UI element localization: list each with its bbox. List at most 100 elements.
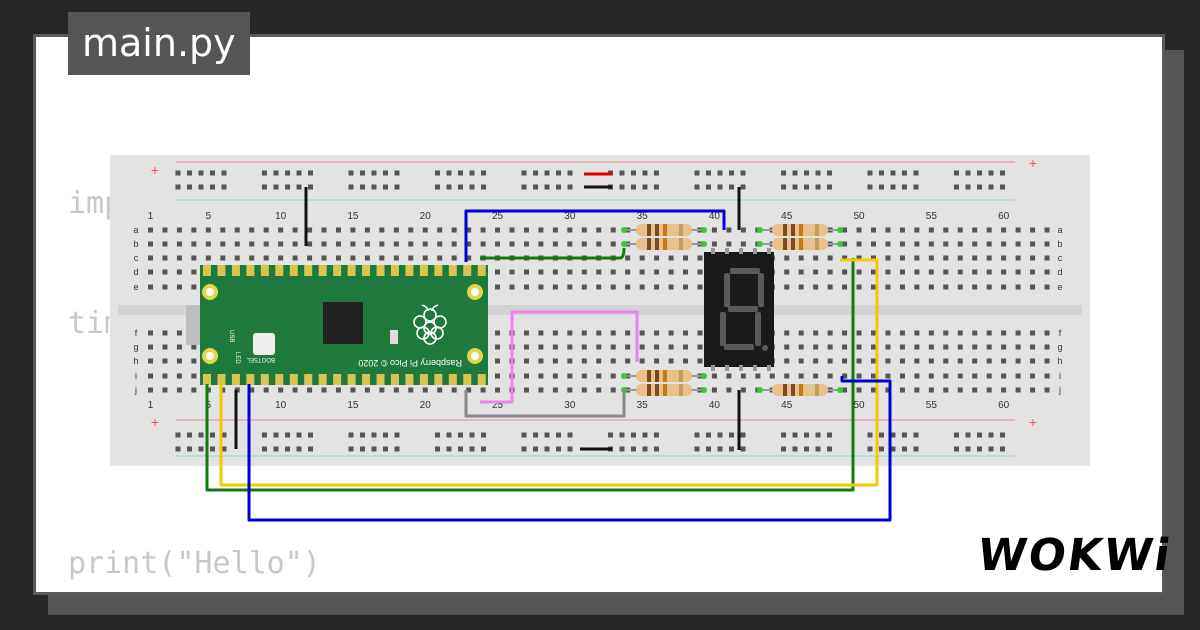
terminal-hole — [914, 373, 920, 379]
pin-pad — [203, 374, 211, 385]
terminal-hole — [176, 227, 182, 233]
rail-hole — [469, 184, 475, 190]
resistor-pin — [701, 387, 707, 393]
terminal-hole — [393, 227, 399, 233]
logo-berry — [416, 326, 430, 340]
display-segment — [720, 312, 726, 346]
rail-hole — [175, 446, 181, 452]
rail-hole — [631, 432, 636, 438]
terminal-hole — [263, 227, 269, 233]
terminal-hole — [668, 330, 674, 336]
resistor-pin — [621, 227, 627, 233]
terminal-hole — [567, 344, 573, 350]
rail-plus-label: + — [151, 414, 159, 430]
rail-hole — [890, 170, 896, 176]
terminal-hole — [697, 330, 703, 336]
rail-hole — [988, 184, 994, 190]
terminal-hole — [1030, 330, 1036, 336]
rail-hole — [521, 432, 527, 438]
resistor-band — [679, 370, 683, 382]
resistor-pin — [621, 241, 627, 247]
logo-berry — [423, 331, 437, 345]
rail-hole — [740, 446, 746, 452]
terminal-hole — [538, 358, 544, 364]
file-tab[interactable]: main.py — [68, 12, 250, 75]
rail-hole — [383, 184, 388, 190]
display-segment — [758, 273, 764, 307]
rail-hole — [913, 432, 919, 438]
rail-hole — [521, 184, 527, 190]
terminal-hole — [871, 255, 876, 261]
terminal-hole — [798, 330, 804, 336]
rail-hole — [965, 184, 971, 190]
terminal-hole — [321, 227, 327, 233]
resistor-band — [663, 224, 667, 236]
rail-hole — [446, 432, 452, 438]
terminal-hole — [1030, 255, 1036, 261]
rail-hole — [965, 170, 971, 176]
terminal-hole — [1001, 387, 1007, 393]
terminal-hole — [986, 358, 992, 364]
terminal-hole — [1015, 269, 1021, 275]
rail-hole — [187, 432, 192, 438]
rail-hole — [867, 432, 873, 438]
rail-hole — [446, 184, 452, 190]
rail-hole — [902, 184, 907, 190]
terminal-hole — [683, 269, 689, 275]
terminal-hole — [307, 227, 313, 233]
terminal-hole — [928, 373, 934, 379]
rail-hole — [273, 170, 279, 176]
pin-pad — [448, 374, 457, 385]
rail-hole — [815, 446, 821, 452]
rail-hole — [654, 446, 659, 452]
terminal-hole — [148, 227, 153, 233]
terminal-hole — [379, 387, 385, 393]
column-label: 35 — [637, 211, 649, 222]
terminal-hole — [813, 373, 819, 379]
terminal-hole — [292, 255, 298, 261]
terminal-hole — [784, 358, 790, 364]
logo-berry — [423, 321, 437, 335]
terminal-hole — [827, 358, 833, 364]
terminal-hole — [523, 358, 529, 364]
rail-hole — [435, 184, 440, 190]
terminal-hole — [972, 387, 978, 393]
terminal-hole — [899, 373, 905, 379]
mount-hole-center — [206, 352, 214, 360]
terminal-hole — [220, 255, 226, 261]
terminal-hole — [176, 284, 182, 290]
terminal-hole — [842, 330, 848, 336]
terminal-hole — [581, 387, 587, 393]
row-label: c — [1058, 253, 1063, 263]
terminal-hole — [683, 344, 689, 350]
terminal-hole — [798, 358, 804, 364]
terminal-hole — [871, 373, 876, 379]
center-channel — [118, 305, 1082, 315]
terminal-hole — [509, 269, 515, 275]
rail-hole — [435, 446, 440, 452]
terminal-hole — [899, 227, 905, 233]
terminal-hole — [162, 373, 168, 379]
terminal-hole — [162, 284, 168, 290]
terminal-hole — [495, 269, 501, 275]
terminal-hole — [379, 255, 385, 261]
terminal-hole — [321, 241, 327, 247]
rail-hole — [965, 446, 971, 452]
rail-hole — [262, 446, 267, 452]
rail-hole — [642, 446, 648, 452]
rail-hole — [383, 170, 388, 176]
terminal-hole — [350, 387, 356, 393]
terminal-hole — [249, 387, 255, 393]
row-label: h — [1057, 356, 1062, 366]
rail-hole — [977, 170, 982, 176]
display-segment — [730, 268, 760, 274]
terminal-hole — [307, 387, 313, 393]
terminal-hole — [769, 373, 775, 379]
resistor-band — [799, 238, 803, 250]
terminal-hole — [495, 358, 501, 364]
terminal-hole — [466, 387, 472, 393]
terminal-hole — [986, 255, 992, 261]
terminal-hole — [856, 330, 862, 336]
terminal-hole — [1001, 344, 1007, 350]
terminal-hole — [827, 284, 833, 290]
